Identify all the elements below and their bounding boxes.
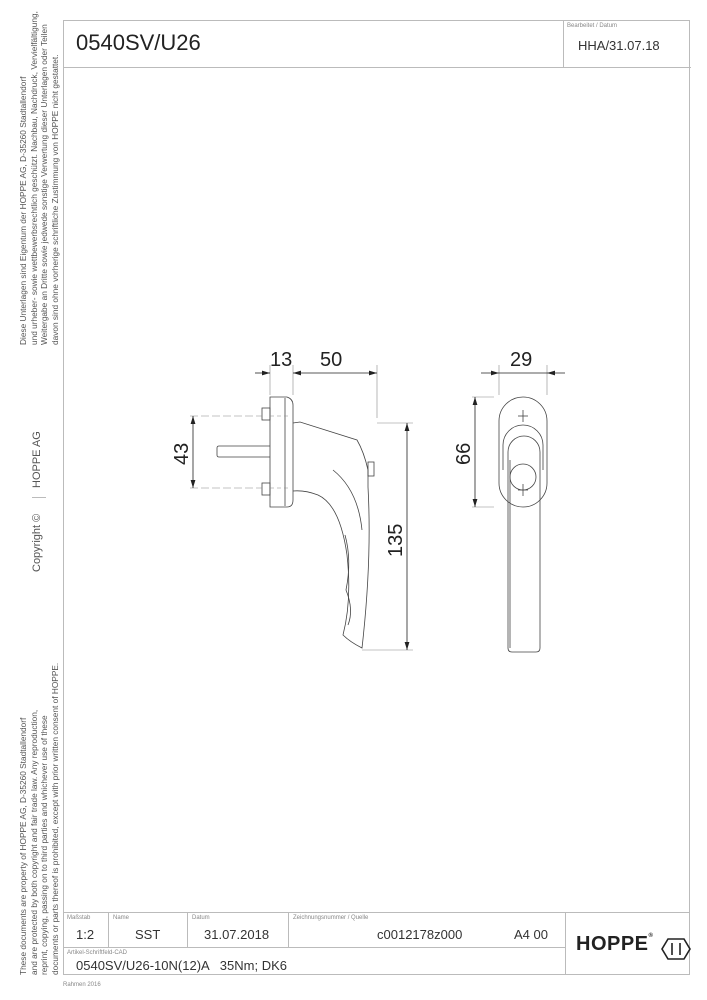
edited-box: [563, 20, 691, 68]
article-label: Artikel-Schriftfeld-CAD: [67, 950, 128, 956]
date-value: 31.07.2018: [204, 927, 270, 942]
handle-front: [507, 435, 541, 653]
format-value: A4 00: [514, 927, 548, 942]
dim-13: 13: [270, 349, 292, 371]
name-value: SST: [135, 927, 161, 942]
divider: [108, 912, 109, 947]
name-label: Name: [113, 915, 130, 921]
registered-mark: ®: [648, 933, 654, 939]
dim-135: 135: [385, 524, 407, 557]
article-value: 0540SV/U26-10N(12)A 35Nm; DK6: [76, 958, 287, 973]
divider: [288, 912, 289, 947]
scale-label: Maßstab: [67, 915, 91, 921]
divider: [32, 497, 46, 498]
handle-side: [292, 421, 370, 649]
rose-side: [269, 396, 294, 508]
date-label: Datum: [192, 915, 210, 921]
spindle: [216, 445, 270, 458]
drawing-title: 0540SV/U26: [76, 30, 201, 55]
screw-bottom: [261, 482, 271, 496]
divider: [63, 947, 565, 948]
logo-text: HOPPE: [576, 933, 649, 955]
edited-value: HHA/31.07.18: [578, 38, 660, 53]
drawing-frame: [63, 20, 690, 975]
frame-note: Rahmen 2016: [63, 982, 101, 988]
header-divider: [63, 67, 563, 68]
divider: [565, 912, 566, 975]
dim-50: 50: [320, 349, 342, 371]
drawing-number-label: Zeichnungsnummer / Quelle: [293, 915, 369, 921]
hoppe-logo: HOPPE®: [576, 933, 691, 960]
dim-29: 29: [510, 349, 532, 371]
title-block: [63, 912, 690, 975]
divider: [187, 912, 188, 947]
edited-label: Bearbeitet / Datum: [567, 23, 618, 29]
drawing-number-value: c0012178z000: [377, 927, 463, 942]
screw-top: [261, 407, 271, 421]
dim-43: 43: [171, 443, 193, 465]
hoppe-logo-mark-icon: [660, 938, 691, 960]
scale-value: 1:2: [76, 927, 95, 942]
dim-66: 66: [453, 443, 475, 465]
